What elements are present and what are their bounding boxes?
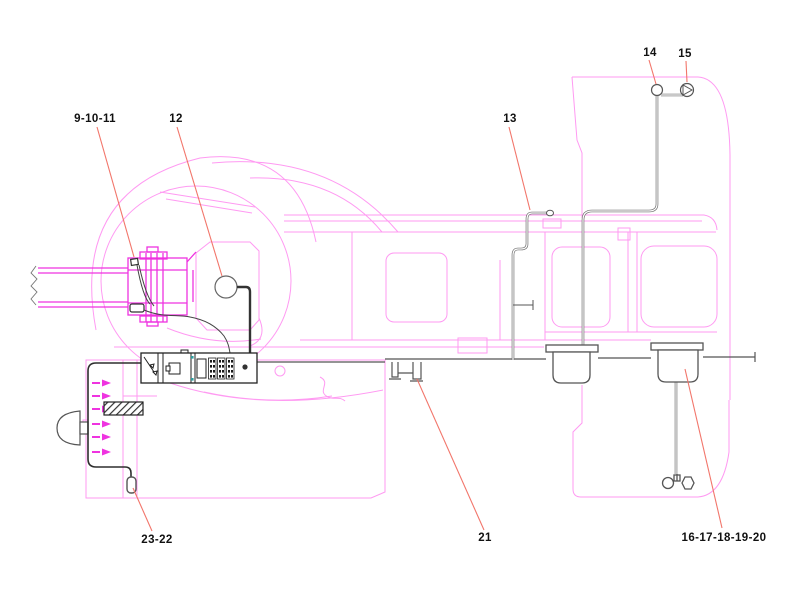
callout-label-21: 21	[478, 532, 492, 544]
underbody-squiggle	[319, 376, 346, 402]
leader-23-22	[132, 487, 153, 532]
hood-band-lines	[284, 214, 718, 233]
leader-16-20	[684, 368, 723, 529]
cab-front-pillar	[571, 76, 583, 218]
cab-bracket	[617, 227, 631, 241]
cab-roof-outline	[572, 76, 731, 400]
front-wire-b	[143, 309, 231, 354]
arrow-icon	[102, 448, 111, 456]
rear-harness-group	[511, 82, 695, 474]
fuse-banks	[208, 357, 235, 380]
indicator-dots	[191, 356, 194, 381]
hitch-notch-bottom	[146, 321, 159, 327]
fuse-bank	[226, 357, 235, 380]
front-lower-connector	[129, 303, 145, 313]
arrow-icon	[102, 420, 111, 428]
battery-loom-path	[87, 362, 142, 486]
socket-nut-icon	[681, 476, 695, 490]
arrow-icon	[102, 433, 111, 441]
hitch-beams	[38, 267, 128, 308]
hitch-notch-top	[146, 246, 159, 253]
fuse-relay-box	[140, 349, 258, 384]
fuse-box-dividers	[157, 353, 196, 383]
front-wire-a	[136, 264, 155, 307]
console-inner-lines	[122, 360, 157, 498]
relay-tab	[165, 365, 171, 372]
fuse-bank	[208, 357, 217, 380]
rear-lamp-bolt	[679, 82, 695, 98]
socket-left-body	[552, 351, 591, 384]
break-zigzag-icon	[30, 265, 38, 306]
chassis-plate	[457, 337, 488, 354]
callout-label-13: 13	[503, 113, 517, 125]
callout-label-14: 14	[643, 47, 657, 59]
socket-group	[545, 342, 704, 490]
leader-15	[685, 60, 688, 83]
arrow-icon	[102, 392, 111, 400]
leader-21	[416, 378, 485, 531]
horn-wire	[237, 285, 252, 361]
callout-label-15: 15	[678, 48, 692, 60]
trailer-socket-assembly	[661, 476, 675, 490]
chassis-verticals	[351, 232, 501, 340]
rear-lamp-ball	[650, 83, 664, 97]
leader-lines	[96, 59, 723, 532]
arrow-dashes	[92, 382, 100, 453]
fuse-window	[196, 358, 207, 379]
cowl-step	[542, 218, 562, 229]
console-box	[85, 359, 386, 499]
indicator-dot	[191, 356, 194, 359]
vehicle-body-outline	[82, 76, 731, 499]
headlamp	[56, 410, 81, 446]
rear-frame-horizontals	[300, 331, 717, 341]
hood-arc-inner	[249, 177, 383, 233]
callout-label-12: 12	[169, 113, 183, 125]
hitch-side-bar	[186, 251, 197, 302]
fender-chord-lines	[159, 191, 256, 214]
leader-9-10-11	[96, 126, 135, 258]
indicator-dot	[191, 378, 194, 381]
switch-lever-icon	[143, 356, 158, 376]
callout-labels: 9-10-11 12 13 14 15 21 16-17-18-19-20 23…	[74, 47, 766, 546]
socket-left-flange	[545, 344, 599, 353]
console-floor-curve	[249, 317, 263, 347]
rear-frame-verticals	[544, 232, 638, 340]
socket-right-flange	[650, 342, 704, 351]
underbody-arcs	[169, 382, 384, 401]
harness-core	[512, 94, 683, 474]
engine-block	[385, 252, 448, 323]
leader-13	[508, 126, 531, 211]
callout-label-16-17-18-19-20: 16-17-18-19-20	[682, 532, 767, 544]
rear-window-right	[640, 245, 718, 328]
callout-label-23-22: 23-22	[141, 534, 172, 546]
front-hitch	[38, 246, 197, 453]
leader-12	[176, 126, 223, 277]
hitch-mast-bars	[145, 253, 164, 322]
fuse-bank	[217, 357, 226, 380]
hood-arc-outer	[211, 161, 399, 233]
fuse-box-stud	[242, 364, 248, 370]
rear-window-left	[551, 246, 611, 328]
headlamp-bracket	[79, 421, 89, 435]
chassis-rail	[257, 352, 756, 363]
bolt-wedge-icon	[682, 84, 694, 96]
front-hitch-connector	[129, 257, 140, 267]
leader-14	[648, 59, 657, 85]
arrow-icon	[102, 379, 111, 387]
fuse-box-top-tab	[180, 349, 189, 353]
socket-right-body	[657, 349, 699, 383]
fuse-pins	[210, 360, 233, 378]
rear-fender-outline	[572, 385, 730, 498]
hatched-plate	[103, 401, 144, 416]
underbody-boss	[274, 365, 286, 377]
harness-branch-tick	[513, 300, 534, 310]
wheel-bottom-arc	[166, 327, 262, 342]
harness-end-cap	[546, 209, 554, 217]
front-fender-arc	[91, 156, 317, 331]
chassis-rail-group	[30, 257, 756, 494]
callout-label-9-10-11: 9-10-11	[74, 113, 116, 125]
